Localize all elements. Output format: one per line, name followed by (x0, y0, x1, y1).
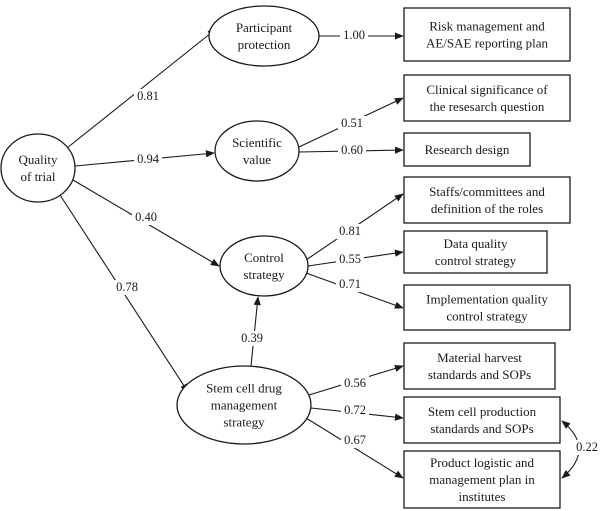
edge-label-bg-participant_risk (340, 28, 368, 43)
node-material-box (403, 342, 556, 390)
node-risk-label-line: AE/SAE reporting plan (426, 36, 549, 51)
node-quality-ellipse (0, 133, 76, 203)
edge-weight-stemcell_material: 0.56 (344, 376, 366, 390)
edge-weight-quality_participant: 0.81 (137, 89, 159, 103)
edge-weight-stemcell_production: 0.72 (344, 403, 366, 417)
node-quality-label-line: of trial (20, 169, 55, 184)
edge-weight-control_dataq: 0.55 (339, 252, 361, 266)
edge-weight-quality_scientific: 0.94 (137, 152, 160, 166)
node-implq-label-line: Implementation quality (426, 292, 548, 307)
edge-label-bg-stemcell_production (341, 403, 369, 418)
node-dataq-box (403, 230, 548, 274)
edge-label-bg-quality_scientific (134, 152, 162, 167)
edge-label-bg-stemcell_control (238, 331, 266, 346)
edge-weight-scientific_design: 0.60 (341, 143, 363, 157)
node-material: Material harvest standards and SOPs (403, 342, 556, 390)
edge-weight-quality_stemcell: 0.78 (116, 280, 138, 294)
node-scientific-label-line: value (243, 152, 271, 167)
node-staffs: Staffs/committees and definition of the r… (403, 176, 571, 224)
node-quality-label-line: Quality (19, 152, 58, 167)
node-design: Research design (403, 132, 531, 167)
node-quality: Quality of trial (0, 133, 76, 203)
node-participant-ellipse (208, 5, 320, 67)
edge-weight-participant_risk: 1.00 (343, 28, 365, 42)
edge-label-bg-scientific_clinical (338, 116, 366, 131)
node-clinical-box (403, 74, 571, 122)
node-stemcell: Stem cell drug management strategy (176, 365, 312, 445)
edge-label-bg-quality_participant (134, 89, 162, 104)
node-stemcell-label-line: Stem cell drug (206, 381, 282, 396)
edge-label-bg-control_implq (336, 277, 364, 292)
edge-label-bg-quality_stemcell (113, 280, 141, 295)
node-staffs-box (403, 176, 571, 224)
node-control-ellipse (219, 235, 309, 297)
edge-label-bg-production_logistic (573, 440, 600, 455)
edge-quality-to-participant (66, 28, 217, 149)
edge-weight-scientific_clinical: 0.51 (341, 116, 363, 130)
node-risk-box (403, 7, 571, 62)
node-implq-label-line: control strategy (446, 309, 528, 324)
node-implq-box (403, 284, 571, 331)
node-control-label-line: Control (244, 250, 284, 265)
edge-label-bg-scientific_design (338, 143, 366, 158)
node-clinical-label-line: the resesarch question (430, 99, 545, 114)
node-dataq: Data quality control strategy (403, 230, 548, 274)
node-stemcell-ellipse (176, 365, 312, 445)
node-risk-label-line: Risk management and (429, 19, 545, 34)
edge-labels-layer: 0.81 0.94 0.40 0.78 1.00 0.51 0.60 0.81 0.55 0.71… (113, 28, 600, 455)
node-production-label-line: Stem cell production (428, 404, 537, 419)
edge-label-bg-stemcell_logistic (341, 433, 369, 448)
nodes-layer: Quality of trial Participant protectionScie… (0, 5, 571, 509)
node-stemcell-label-line: strategy (223, 415, 265, 430)
node-production-label-line: standards and SOPs (430, 421, 533, 436)
node-dataq-label-line: control strategy (435, 253, 517, 268)
edge-label-bg-quality_control (132, 210, 160, 225)
node-staffs-label-line: definition of the roles (431, 201, 543, 216)
edge-label-bg-control_staffs (336, 224, 364, 239)
node-dataq-label-line: Data quality (444, 236, 508, 251)
edge-weight-control_implq: 0.71 (339, 277, 361, 291)
node-participant-label-line: Participant (236, 20, 293, 35)
node-design-box (403, 132, 531, 167)
node-logistic-label-line: Product logistic and (430, 455, 534, 470)
edge-label-bg-control_dataq (336, 252, 364, 267)
node-logistic-label-line: institutes (459, 489, 506, 504)
edge-weight-quality_control: 0.40 (135, 210, 157, 224)
node-clinical: Clinical significance of the resesarch qu… (403, 74, 571, 122)
node-design-label-line: Research design (425, 142, 510, 157)
node-participant: Participant protection (208, 5, 320, 67)
node-material-label-line: standards and SOPs (428, 367, 531, 382)
node-participant-label-line: protection (238, 37, 291, 52)
node-logistic-box (403, 450, 561, 509)
node-implq: Implementation quality control strategy (403, 284, 571, 331)
edge-weight-control_staffs: 0.81 (339, 224, 361, 238)
node-clinical-label-line: Clinical significance of (426, 82, 548, 97)
node-control: Control strategy (219, 235, 309, 297)
node-stemcell-label-line: management (211, 398, 278, 413)
edge-weight-stemcell_logistic: 0.67 (344, 433, 366, 447)
node-material-label-line: Material harvest (437, 350, 522, 365)
node-staffs-label-line: Staffs/committees and (429, 184, 545, 199)
node-logistic-label-line: management plan in (429, 472, 535, 487)
edge-weight-production_logistic: 0.22 (576, 440, 598, 454)
node-production: Stem cell production standards and SOPs (403, 396, 561, 444)
node-scientific: Scientific value (214, 120, 300, 182)
edge-label-bg-stemcell_material (341, 376, 369, 391)
node-logistic: Product logistic and management plan in in… (403, 450, 561, 509)
edge-weight-stemcell_control: 0.39 (241, 331, 263, 345)
node-production-box (403, 396, 561, 444)
node-control-label-line: strategy (243, 267, 285, 282)
node-scientific-label-line: Scientific (232, 135, 282, 150)
node-scientific-ellipse (214, 120, 300, 182)
